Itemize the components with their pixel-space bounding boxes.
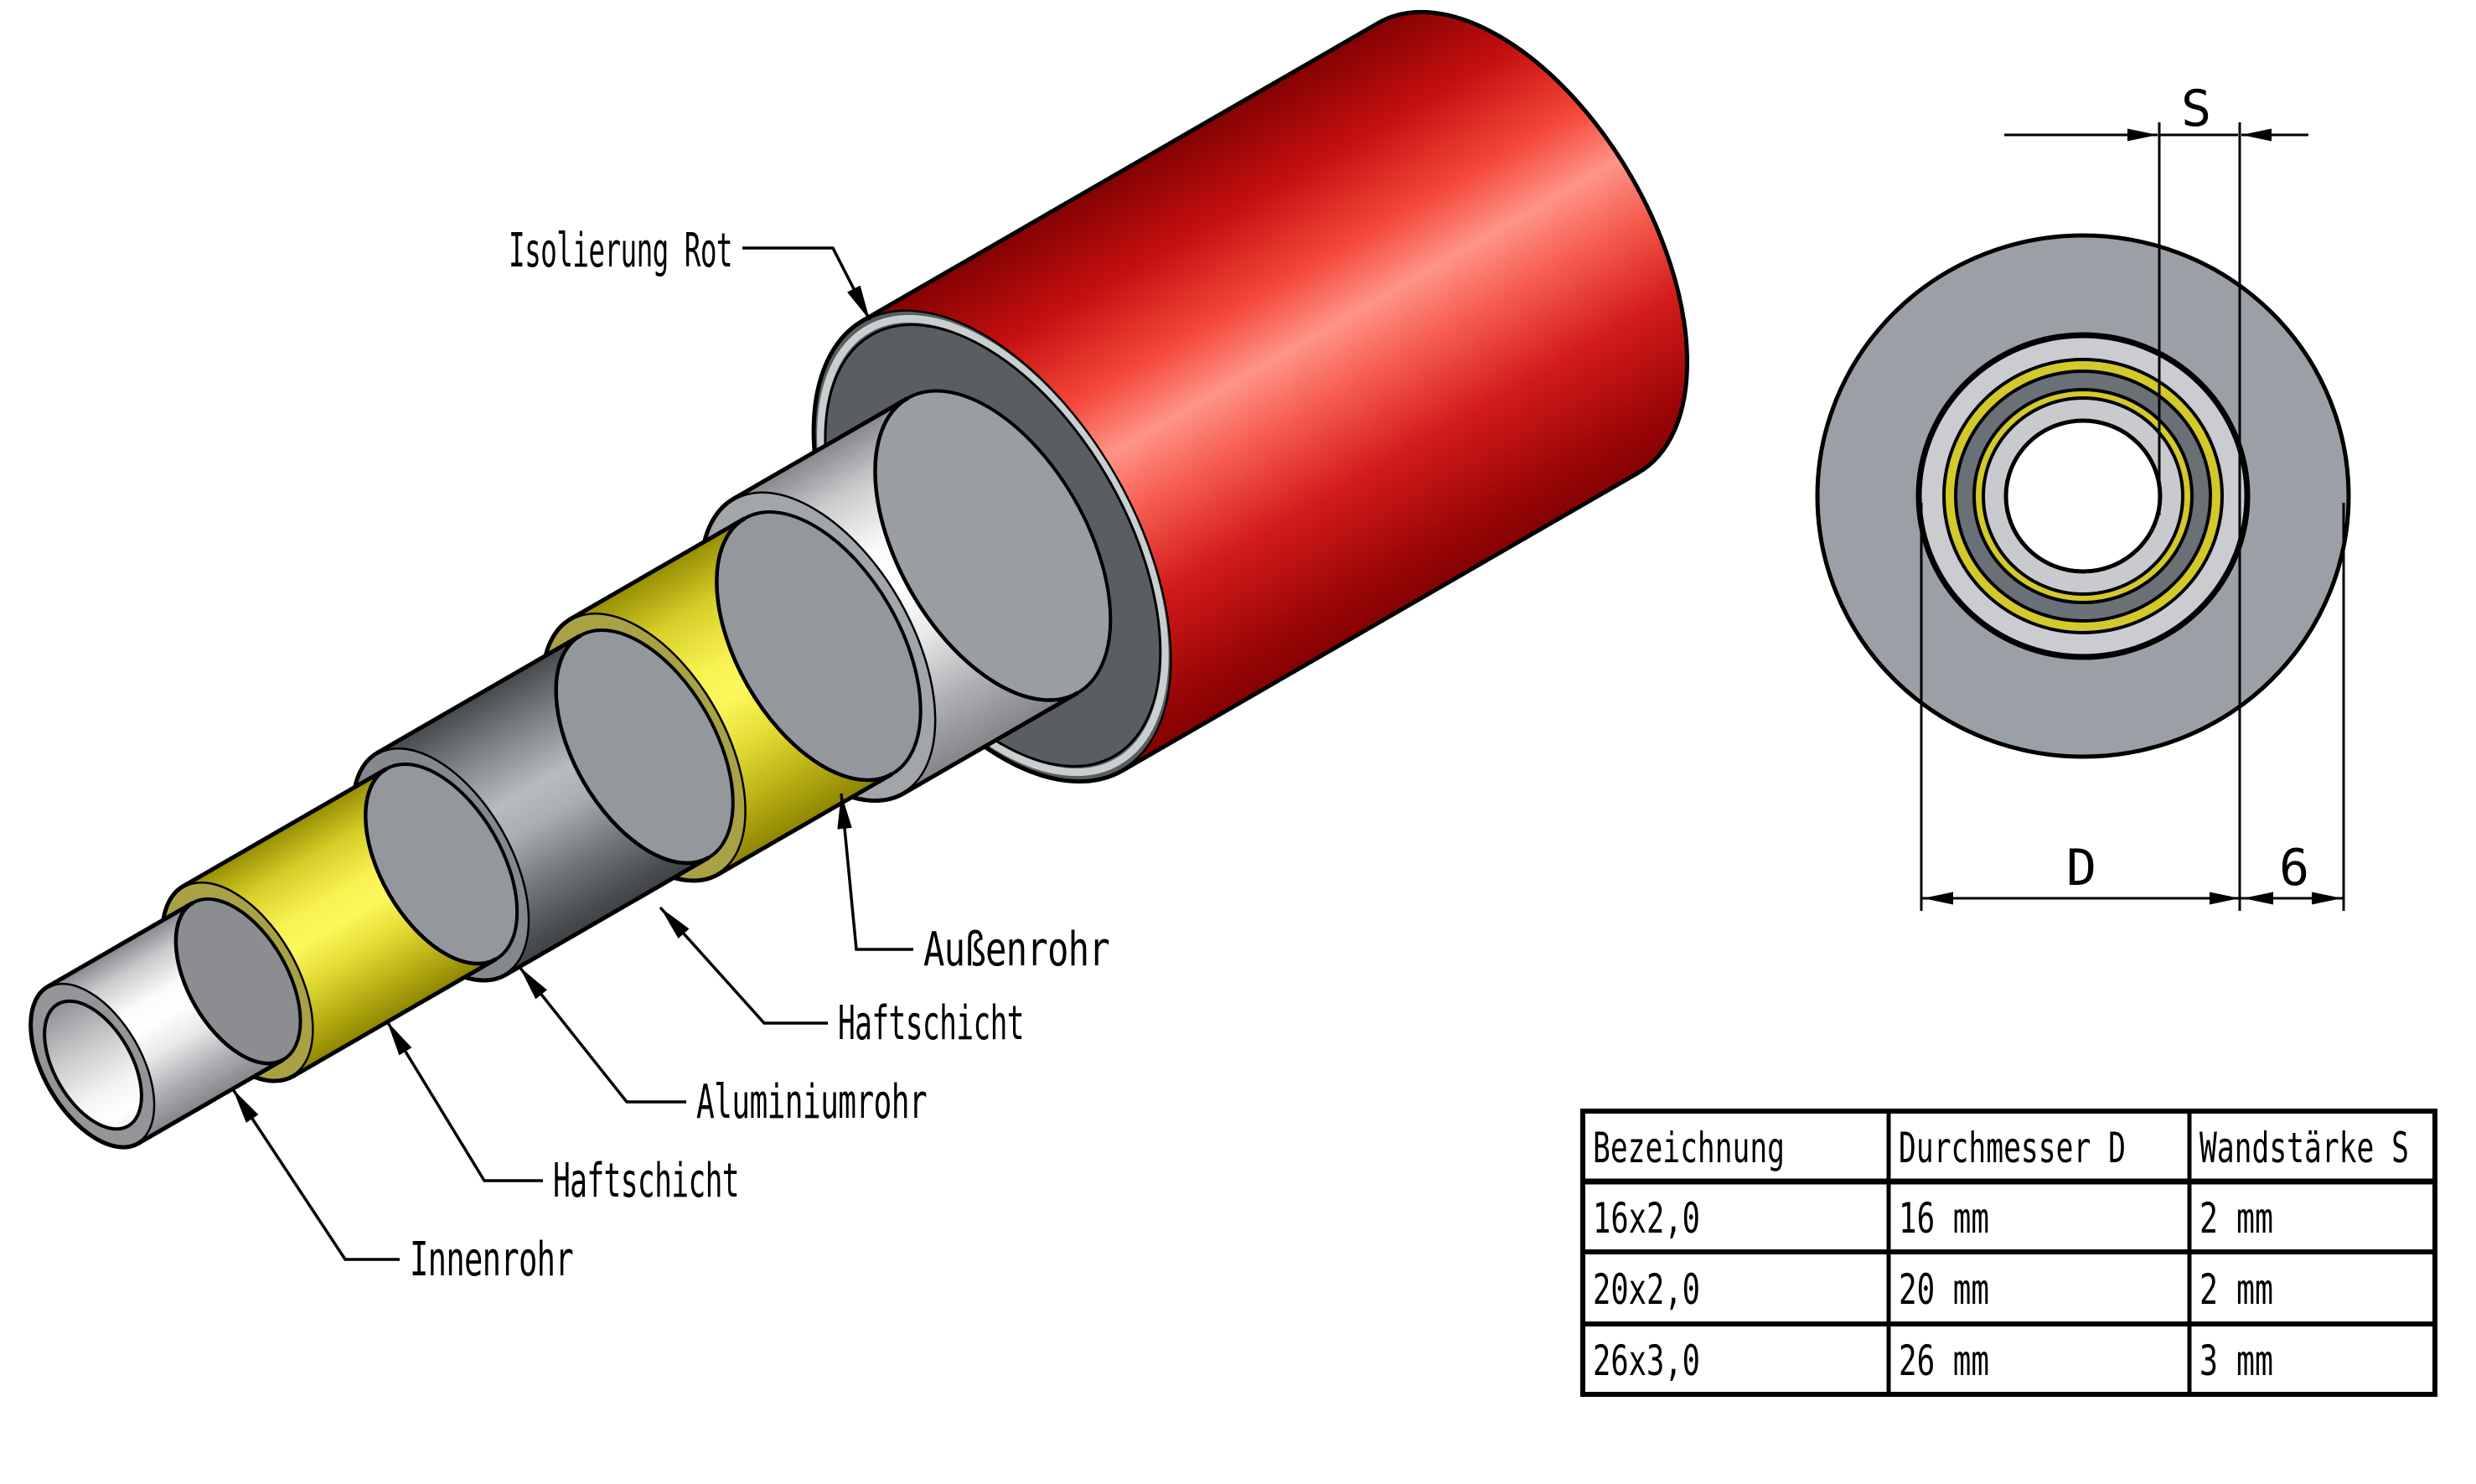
label-haftschicht-outer: Haftschicht [838,996,1024,1051]
red-junction-arc [873,396,1079,702]
adhesive-inner-junction-arc [173,901,285,1066]
inner-pipe-bore [43,999,143,1131]
dim-label-s: S [2181,80,2211,138]
red-face-inner-line [824,323,1162,768]
section-bore [2003,418,2163,574]
inner-pipe-edges [46,901,285,1145]
dim-label-6: 6 [2279,839,2309,897]
leader-innenrohr [231,1088,400,1261]
table-cell: 20 mm [1899,1265,1989,1314]
table-cell: 26 mm [1899,1337,1989,1385]
label-aluminiumrohr: Aluminiumrohr [696,1075,927,1130]
aluminium-junction-arc [364,767,498,966]
table-row-lines [1583,1249,2435,1326]
aluminium-body [377,635,709,975]
table-header-wandstaerke: Wandstärke S [2199,1124,2409,1172]
leader-haftschicht-outer [659,906,828,1025]
layer-inner-pipe [28,901,285,1150]
adhesive-outer-body [571,518,893,875]
dimension-diameter: D 6 [1920,503,2345,911]
table-header-durchmesser: Durchmesser D [1899,1124,2126,1172]
red-silhouette-edges [861,21,1639,773]
outer-pipe-body [733,398,1078,794]
table-cell: 2 mm [2199,1265,2273,1314]
cross-section-view [1815,233,2351,759]
adhesive-outer-junction-arc [554,633,710,866]
table-cell: 20x2,0 [1593,1265,1700,1314]
table-cell: 16 mm [1899,1194,1989,1243]
callouts: Isolierung Rot Außenrohr Haftschicht Alu… [231,224,1110,1287]
leader-aussenrohr [837,793,913,951]
outer-pipe-junction-arc [715,516,894,783]
label-isolierung-rot: Isolierung Rot [509,224,732,278]
size-table: Bezeichnung Durchmesser D Wandstärke S 1… [1580,1109,2437,1397]
outer-pipe-edges [732,396,1079,795]
adhesive-inner-body [183,768,497,1077]
label-aussenrohr: Außenrohr [923,923,1109,977]
table-cell: 26x3,0 [1593,1337,1700,1385]
dim-label-d: D [2066,839,2096,897]
label-innenrohr: Innenrohr [410,1233,573,1287]
leader-aluminiumrohr [518,965,686,1104]
table-header-bezeichnung: Bezeichnung [1593,1124,1785,1172]
dimension-wall-thickness: S [2004,80,2308,911]
inner-pipe-body [48,902,284,1144]
leader-isolierung-rot [742,246,871,321]
leader-haftschicht-inner [385,1021,543,1182]
table-cell: 16x2,0 [1593,1194,1700,1243]
table-cell: 3 mm [2199,1337,2273,1385]
aluminium-edges [375,633,710,977]
table-cell: 2 mm [2199,1194,2273,1243]
label-haftschicht-inner: Haftschicht [553,1154,739,1208]
pipe-3d-view [28,9,1690,1150]
adhesive-outer-edges [569,516,894,876]
adhesive-inner-edges [182,767,498,1078]
